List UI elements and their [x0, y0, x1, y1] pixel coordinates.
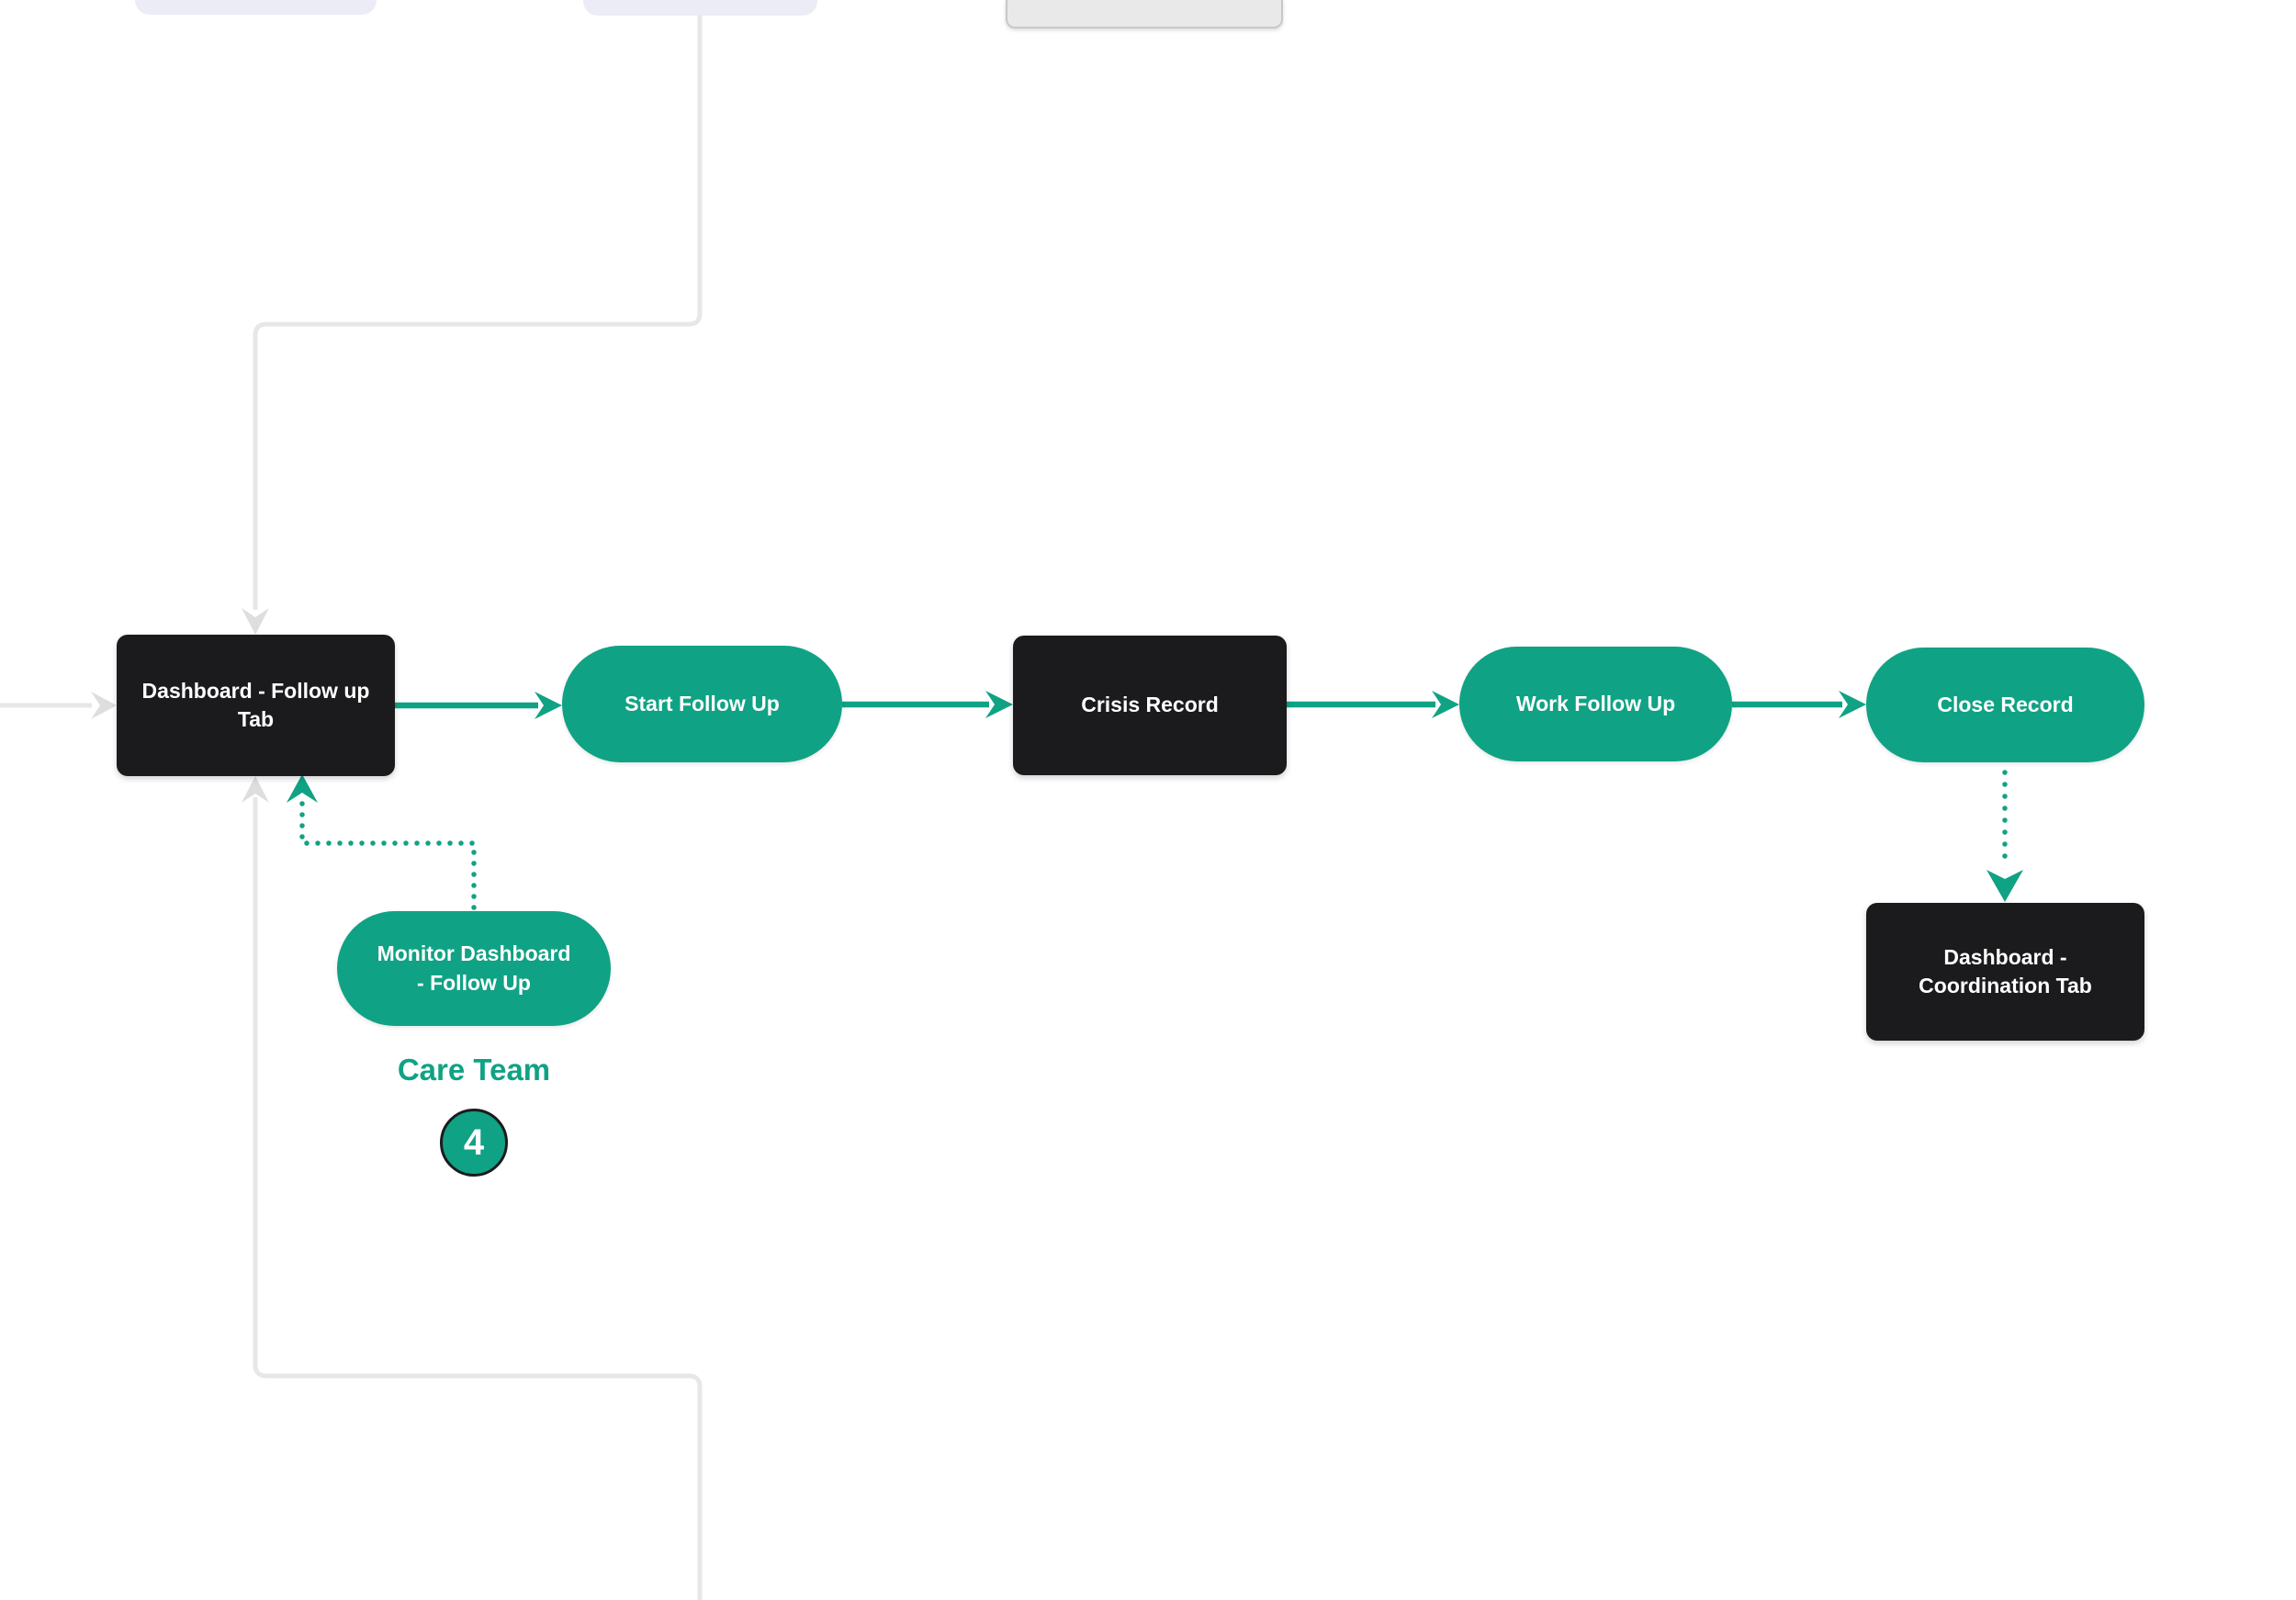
node-start-follow-up[interactable]: Start Follow Up — [562, 646, 842, 762]
edge-bottom-into-dashboard — [242, 776, 703, 1600]
edge-crisis-to-work — [1287, 691, 1459, 718]
lane-count-badge: 4 — [440, 1109, 508, 1177]
node-label: Start Follow Up — [625, 691, 780, 715]
node-label: Crisis Record — [1081, 693, 1219, 717]
edge-left-into-dashboard — [0, 692, 117, 719]
node-dashboard-follow-up-tab[interactable]: Dashboard - Follow up Tab — [117, 635, 395, 776]
node-label: Dashboard - Coordination Tab — [1919, 944, 2092, 997]
node-monitor-dashboard-follow-up[interactable]: Monitor Dashboard - Follow Up — [337, 911, 611, 1026]
node-label: Close Record — [1937, 692, 2074, 716]
lane-label-care-team: Care Team — [397, 1053, 551, 1087]
lane-count-value: 4 — [463, 1122, 485, 1163]
edge-close-to-coordination — [1986, 770, 2023, 902]
edge-monitor-to-dashboard — [287, 774, 477, 910]
edge-start-to-crisis — [842, 691, 1013, 718]
node-label: Dashboard - Follow up Tab — [141, 678, 370, 731]
edge-work-to-close — [1732, 691, 1866, 718]
node-work-follow-up[interactable]: Work Follow Up — [1459, 647, 1732, 761]
partial-node-top-right[interactable] — [1006, 0, 1283, 28]
edge-top-into-dashboard — [242, 16, 703, 635]
node-label: Work Follow Up — [1515, 691, 1676, 715]
partial-node-top-left[interactable] — [135, 0, 377, 15]
node-close-record[interactable]: Close Record — [1866, 648, 2144, 762]
edge-dashboard-to-start — [395, 692, 562, 719]
node-crisis-record[interactable]: Crisis Record — [1013, 636, 1287, 775]
partial-node-top-middle[interactable] — [583, 0, 817, 16]
node-label: Monitor Dashboard - Follow Up — [377, 941, 571, 995]
node-dashboard-coordination-tab[interactable]: Dashboard - Coordination Tab — [1866, 903, 2144, 1041]
